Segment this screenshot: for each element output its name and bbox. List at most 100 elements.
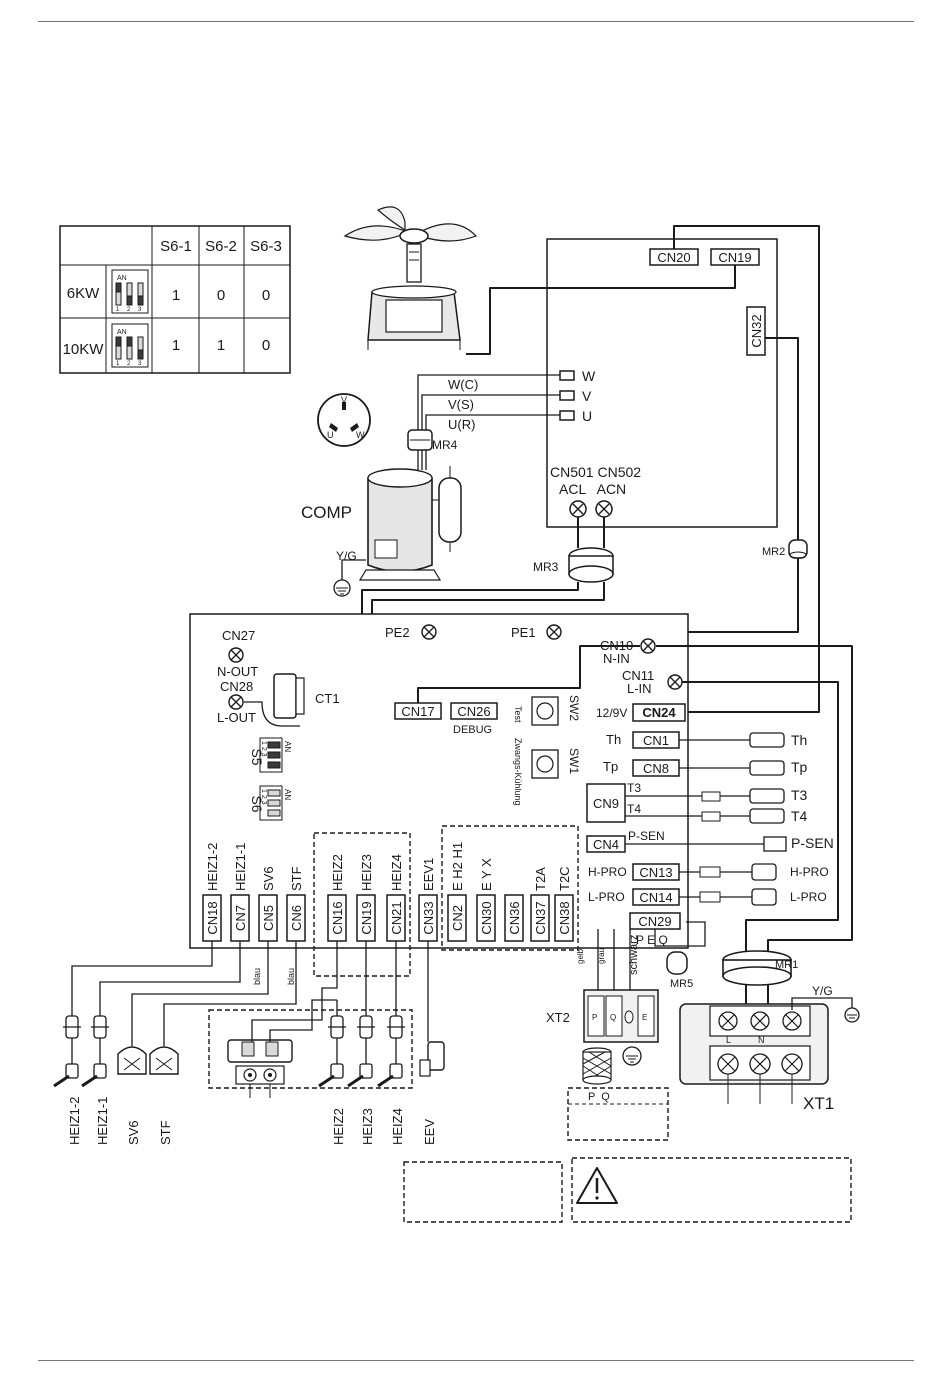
sw1-forced-cooling-button[interactable] (531, 749, 559, 779)
dip-num: 2 (127, 307, 131, 313)
connector-code-label: CN36 (507, 901, 522, 934)
s5-dip-switch[interactable] (259, 737, 283, 773)
wire-label-ur: U(R) (448, 417, 475, 432)
xt2-terminal-block (583, 989, 659, 1043)
t4-sensor-label: T4 (791, 808, 808, 824)
dip-switch-icon-10kw: AN 1 2 3 (111, 323, 149, 368)
phase-v-label: V (582, 388, 592, 404)
dip-on-label: AN (117, 275, 127, 282)
table-cell: 1 (172, 337, 180, 354)
th-sensor-label: Th (791, 732, 807, 748)
warning-triangle-icon (576, 1167, 618, 1204)
dip-num: 2 (127, 361, 131, 367)
note-box-left (403, 1161, 563, 1223)
load-wire (131, 941, 269, 1046)
main-control-board (189, 613, 689, 949)
connector-function-label: HEIZ4 (389, 854, 404, 891)
s6-digits: 1 2 3 (260, 789, 267, 805)
earth-icon (622, 1046, 642, 1066)
compressor-label: COMP (301, 503, 352, 522)
wire-label-vs: V(S) (448, 397, 474, 412)
cn27-label: CN27 (222, 628, 255, 643)
connector-code-label: CN19 (359, 901, 374, 934)
mr2-label: MR2 (762, 546, 785, 558)
cn10-label: CN10 (600, 638, 633, 653)
xt1-slot-l: L (726, 1035, 731, 1045)
load-label: HEIZ2 (331, 1108, 346, 1145)
load-label: STF (158, 1120, 173, 1145)
mr4-label: MR4 (432, 438, 458, 452)
acl-acn-label: ACL ACN (559, 481, 626, 497)
dip-num: 3 (138, 361, 142, 367)
t3-sensor-label: T3 (791, 787, 808, 803)
load-wire (99, 941, 241, 1016)
sw1-label: SW1 (567, 748, 581, 774)
ct1-current-transformer-icon (244, 673, 305, 727)
compressor-earth-label: Y/G (336, 549, 357, 563)
connector-code-label: CN6 (289, 905, 304, 931)
sensor-probes (699, 732, 787, 906)
mr4-ferrite (407, 429, 433, 451)
compressor-icon (358, 466, 462, 581)
connector-cn19-inv-label: CN19 (718, 250, 751, 265)
comp-terminal-u: U (327, 430, 334, 440)
tp-board-label: Tp (603, 759, 618, 774)
sw2-test-button[interactable] (531, 696, 559, 726)
xt1-label: XT1 (803, 1094, 834, 1113)
connector-code-label: CN5 (261, 905, 276, 931)
dip-switch-table: S6-1 S6-2 S6-3 6KW 10KW AN 1 2 3 AN 1 2 … (59, 225, 291, 374)
table-cell: 1 (217, 337, 225, 354)
wire-color-blau-stf: blau (286, 968, 296, 985)
load-label: HEIZ4 (390, 1108, 405, 1145)
cn4-label: CN4 (593, 837, 619, 852)
connector-code-label: CN33 (421, 901, 436, 934)
s6-label: S6 (249, 795, 265, 812)
n-out-label: N-OUT (217, 664, 258, 679)
th-board-label: Th (606, 732, 621, 747)
load-wire (251, 941, 338, 1042)
s6-dip-switch[interactable] (259, 785, 283, 821)
connector-code-label: CN7 (233, 905, 248, 931)
bottom-connector-row: CN18HEIZ1-2CN7HEIZ1-1CN5SV6CN6STFCN16HEI… (202, 842, 574, 942)
terminal-v (559, 390, 575, 401)
top-rule (38, 21, 914, 22)
connector-cn24 (632, 703, 686, 722)
connector-cn26 (450, 702, 498, 720)
tp-sensor-label: Tp (791, 759, 808, 775)
connector-function-label: T2A (533, 867, 548, 891)
xt2-slot-q: Q (610, 1013, 616, 1022)
cable-gland-icon (582, 1047, 612, 1085)
heater-plug-heiz1-2-icon (53, 1015, 81, 1088)
load-label: HEIZ3 (360, 1108, 375, 1145)
table-header-s6-1: S6-1 (160, 238, 192, 255)
screw-terminal-icon (569, 500, 613, 518)
connector-cn2 (447, 894, 467, 942)
connector-function-label: EEV1 (421, 858, 436, 891)
connector-function-label: SV6 (261, 866, 276, 891)
connector-code-label: CN21 (389, 901, 404, 934)
eev-coil-icon (419, 1041, 445, 1077)
ct1-label: CT1 (315, 691, 340, 706)
connector-cn32 (746, 306, 766, 356)
cn8-label: CN8 (643, 761, 669, 776)
l-out-label: L-OUT (217, 710, 256, 725)
cn17-label: CN17 (401, 704, 434, 719)
dip-num: 3 (138, 307, 142, 313)
connector-cn9 (586, 783, 626, 823)
connector-cn36 (504, 894, 524, 942)
wire-color-blau-sv6: blau (252, 968, 262, 985)
table-header-s6-3: S6-3 (250, 238, 282, 255)
table-row-label-10kw: 10KW (63, 341, 105, 358)
heater-group-outline (313, 832, 411, 977)
l-pro-board-label: L-PRO (588, 890, 625, 904)
heater-terminal-block (227, 1039, 293, 1098)
cn13-label: CN13 (639, 865, 672, 880)
sv6-valve-coil-icon (117, 1046, 147, 1075)
mr2-ferrite (788, 539, 808, 559)
t4-board-label: T4 (627, 802, 641, 816)
earth-icon (844, 1007, 860, 1023)
peq-label: P E Q (636, 933, 668, 947)
xt2-slot-p: P (592, 1013, 597, 1022)
connector-code-label: CN2 (450, 905, 465, 931)
